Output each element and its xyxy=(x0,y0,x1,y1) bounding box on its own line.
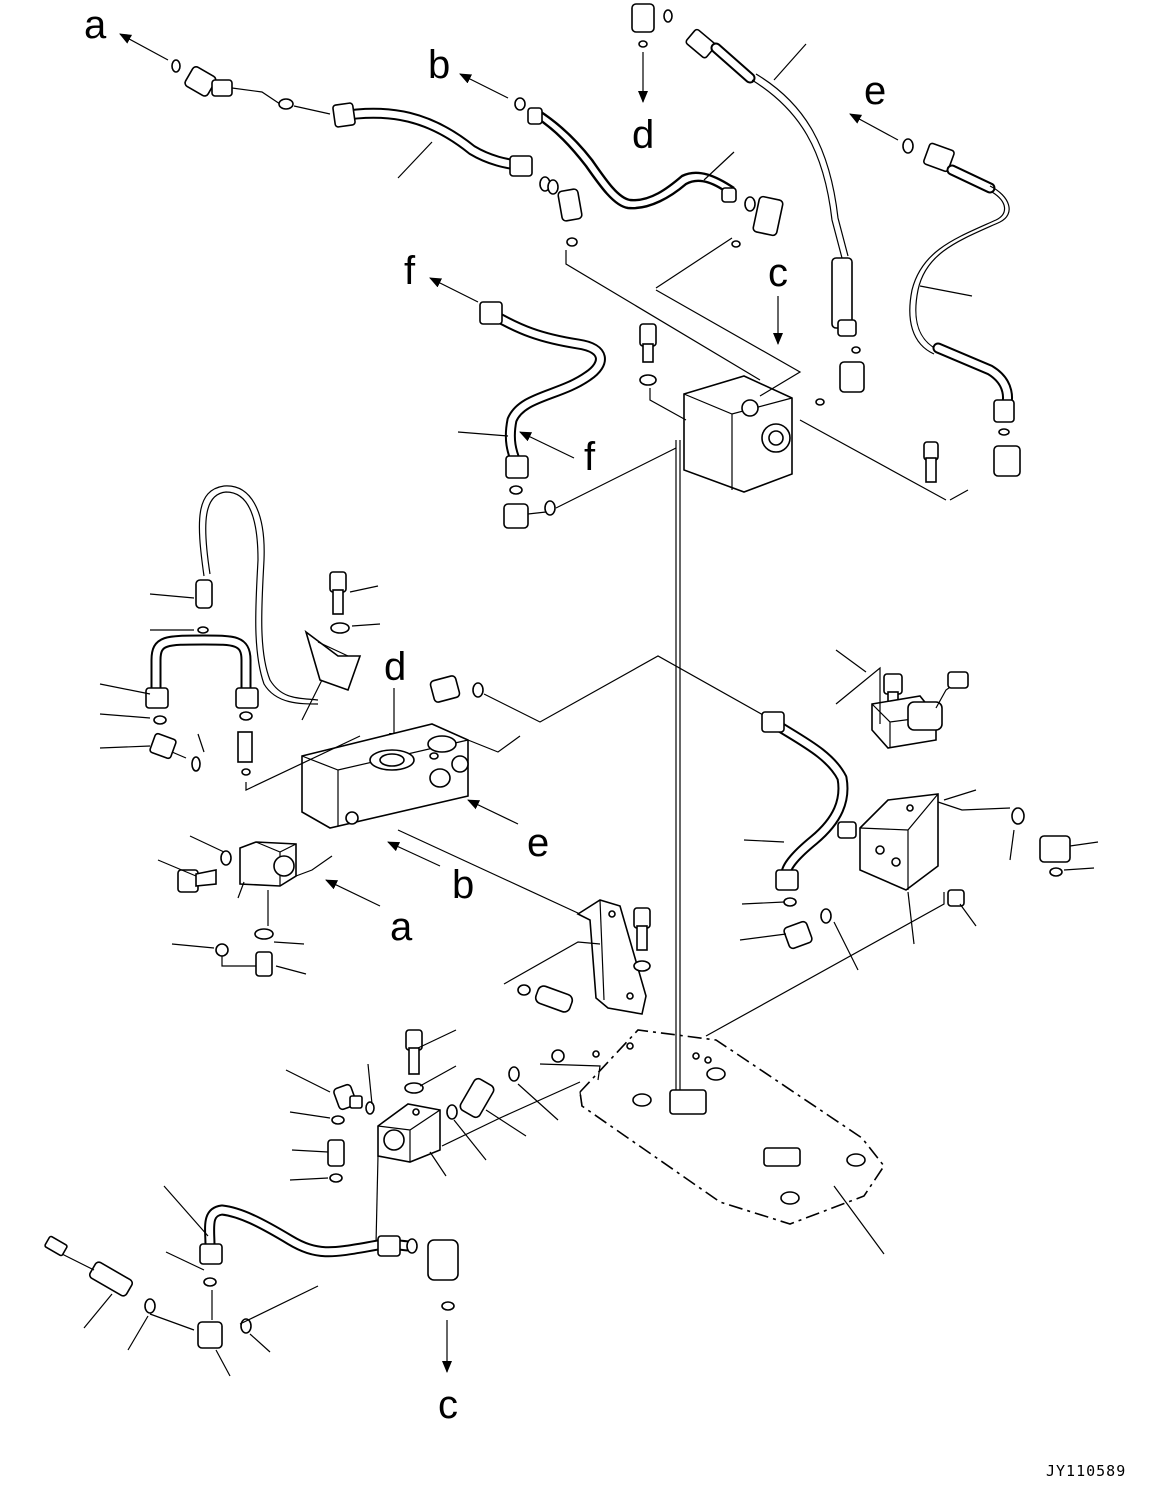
left-harness-group xyxy=(99,485,319,776)
arrow-e-mid xyxy=(467,799,519,825)
left-valve-a xyxy=(157,835,333,977)
label-c-upper: c xyxy=(768,251,788,295)
label-e-top: e xyxy=(864,69,886,113)
label-c-bottom: c xyxy=(438,1383,458,1427)
top-tube-a xyxy=(171,59,583,247)
right-tube-group xyxy=(739,711,859,971)
lower-tube-c xyxy=(44,1185,459,1377)
solenoid-valve xyxy=(835,649,969,749)
connection-labels: a b d e f c d f e b a c xyxy=(84,3,886,1427)
central-manifold xyxy=(245,655,773,915)
label-a-top: a xyxy=(84,3,107,47)
right-manifold xyxy=(705,441,1099,1037)
label-d-mid: d xyxy=(384,645,406,689)
mounting-bracket xyxy=(503,899,651,1015)
direction-arrows xyxy=(119,33,899,1373)
label-e-mid: e xyxy=(527,821,549,865)
arrow-e-top xyxy=(849,113,899,141)
label-a-mid: a xyxy=(390,905,413,949)
top-tube-b xyxy=(514,97,784,248)
label-d-top: d xyxy=(632,113,654,157)
label-f-top: f xyxy=(404,249,416,293)
top-hose-e xyxy=(902,138,1021,477)
label-b-mid: b xyxy=(452,863,474,907)
arrow-a-top xyxy=(119,33,169,61)
label-f-mid: f xyxy=(584,435,596,479)
arrow-f-mid xyxy=(519,431,575,459)
arrow-b-mid xyxy=(387,841,441,867)
top-hose-d-e xyxy=(631,3,865,406)
lower-valve-group xyxy=(285,1029,581,1245)
base-plate xyxy=(539,1029,885,1255)
drawing-code: JY110589 xyxy=(1046,1462,1126,1480)
arrow-f-top xyxy=(429,277,479,303)
arrow-b-top xyxy=(459,73,509,99)
top-tube-f xyxy=(457,301,606,529)
upper-valve-block xyxy=(555,237,969,1100)
arrow-a-mid xyxy=(325,879,381,907)
left-bracket-bolt xyxy=(301,571,381,721)
label-b-top: b xyxy=(428,43,450,87)
